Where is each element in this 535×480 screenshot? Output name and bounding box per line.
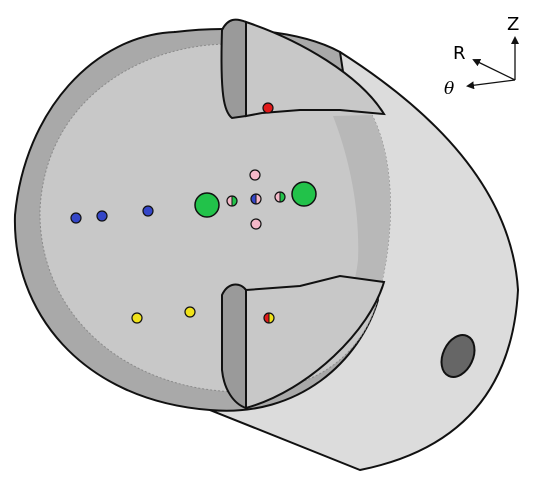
probe-blue-2	[96, 210, 108, 222]
top-plate-side	[220, 18, 247, 120]
probe-blue-pink-center	[250, 193, 262, 205]
probe-green-pink-left	[226, 195, 238, 207]
theta-axis-label: θ	[444, 79, 454, 99]
probe-pink-top	[249, 169, 261, 181]
r-axis-label: R	[453, 43, 466, 64]
probe-green-large-right	[291, 181, 317, 207]
bottom-plate-face	[245, 274, 386, 410]
probe-blue-1	[70, 212, 82, 224]
probe-green-pink-right	[274, 191, 286, 203]
theta-axis-arrow	[466, 79, 516, 90]
r-axis-arrow	[472, 59, 516, 81]
coordinate-axes: Z R θ	[444, 14, 519, 99]
probe-yellow-2	[184, 306, 196, 318]
probe-red-top	[262, 102, 274, 114]
probe-red-yellow	[263, 312, 275, 324]
z-axis-label: Z	[507, 14, 519, 35]
probe-yellow-1	[131, 312, 143, 324]
face-inner-shadow	[333, 115, 391, 300]
side-port	[440, 334, 476, 378]
probe-blue-3	[142, 205, 154, 217]
probe-green-large-left	[194, 192, 220, 218]
probe-pink-bottom	[250, 218, 262, 230]
top-plate-face	[245, 20, 386, 118]
